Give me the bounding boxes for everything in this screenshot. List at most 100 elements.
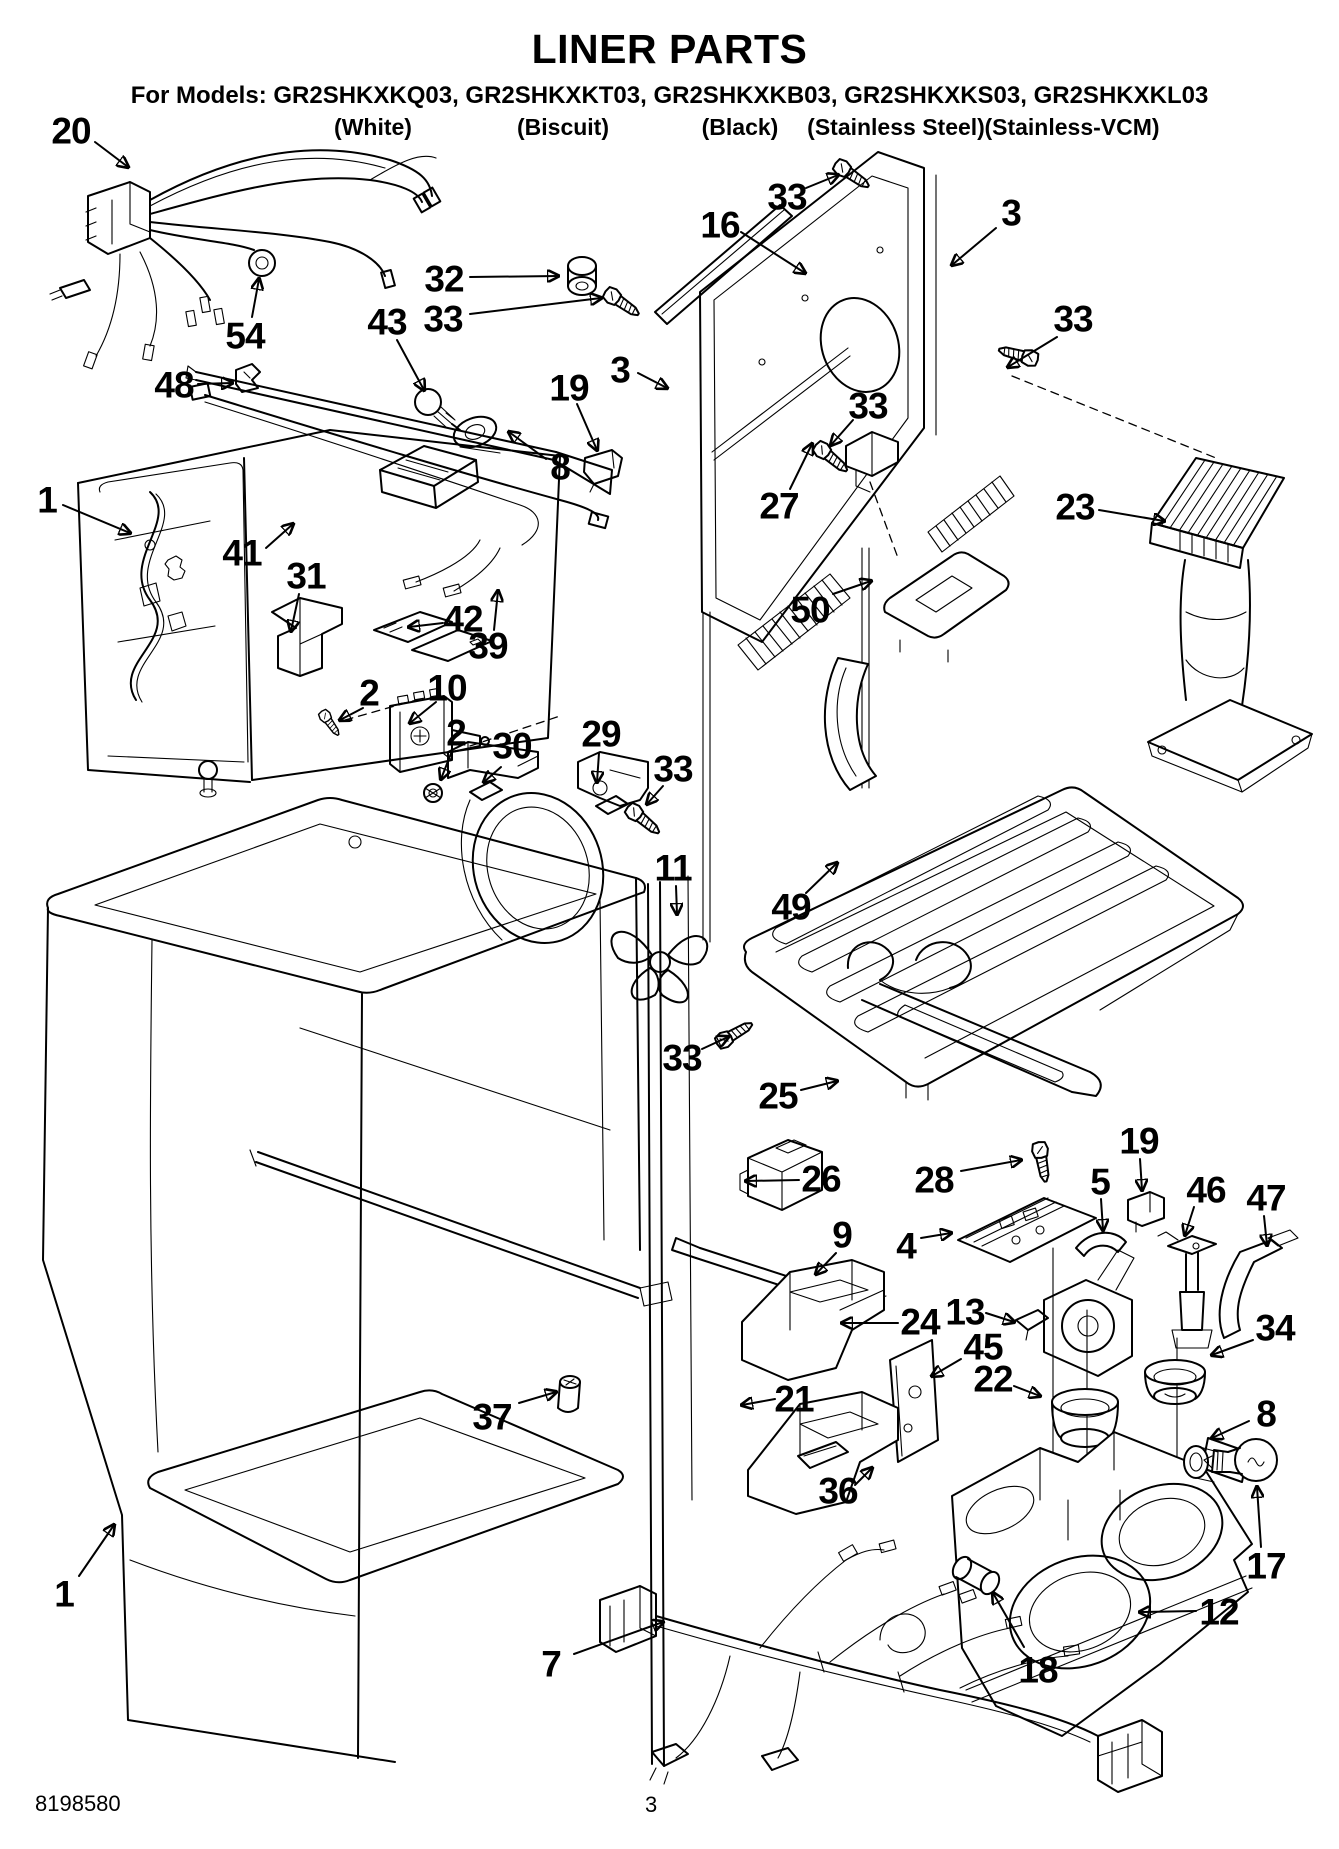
part-30-bracket xyxy=(447,741,539,779)
callout-arrow-8 xyxy=(1212,1420,1250,1438)
part-callout-1: 1 xyxy=(37,479,58,521)
part-23-air-tower xyxy=(1147,457,1313,793)
part-callout-43: 43 xyxy=(367,301,407,343)
part-42-pads xyxy=(373,611,493,662)
part-1-main-liner xyxy=(42,797,693,1767)
part-20-wire-harness xyxy=(49,149,442,370)
part-callout-30: 30 xyxy=(492,725,532,767)
callout-arrow-33 xyxy=(831,419,854,445)
part-32-spacer xyxy=(567,256,597,296)
callout-arrow-16 xyxy=(740,231,805,273)
part-6-grommet xyxy=(198,760,218,798)
callout-arrow-33 xyxy=(469,298,601,315)
part-callout-41: 41 xyxy=(222,532,262,574)
callout-arrow-2 xyxy=(441,750,453,779)
part-callout-20: 20 xyxy=(51,110,91,152)
callout-arrow-8 xyxy=(509,432,547,460)
page-title: LINER PARTS xyxy=(531,26,808,72)
part-callout-12: 12 xyxy=(1199,1591,1239,1633)
part-callout-11: 11 xyxy=(654,847,692,889)
part-48-clip xyxy=(235,363,261,393)
callout-arrow-30 xyxy=(484,766,502,782)
part-4-control-board xyxy=(957,1197,1097,1263)
callout-arrow-34 xyxy=(1212,1339,1254,1355)
part-callout-2: 2 xyxy=(446,712,467,754)
callout-arrow-13 xyxy=(985,1312,1014,1322)
part-46-water-valve xyxy=(1157,1231,1217,1349)
callout-arrow-49 xyxy=(805,863,837,894)
part-47-bracket xyxy=(1218,1229,1299,1339)
part-12-light-housing xyxy=(951,1431,1253,1737)
callout-arrow-1 xyxy=(62,504,130,533)
part-callout-5: 5 xyxy=(1090,1161,1111,1203)
callout-arrow-19 xyxy=(1140,1158,1142,1190)
part-16-panel xyxy=(699,151,1015,671)
part-callout-8: 8 xyxy=(1256,1393,1277,1435)
finish-label: (White) xyxy=(334,114,412,140)
part-callout-42: 42 xyxy=(443,598,483,640)
callout-arrow-3 xyxy=(637,372,667,388)
part-31-bracket xyxy=(271,597,343,677)
callout-arrow-9 xyxy=(816,1252,837,1274)
part-callout-33: 33 xyxy=(662,1037,702,1079)
part-callout-31: 31 xyxy=(286,555,326,597)
callout-arrow-12 xyxy=(1140,1611,1197,1612)
callout-arrow-4 xyxy=(920,1233,951,1238)
part-callout-34: 34 xyxy=(1255,1307,1295,1349)
part-17-bulb xyxy=(1203,1438,1278,1482)
part-callout-17: 17 xyxy=(1246,1545,1286,1587)
part-45-plate xyxy=(889,1339,939,1463)
part-callout-23: 23 xyxy=(1055,486,1095,528)
part-26-control-box xyxy=(739,1139,823,1211)
part-callout-33: 33 xyxy=(653,748,693,790)
callout-arrow-33 xyxy=(647,785,664,804)
part-25-bracket xyxy=(846,941,1102,1097)
part-39-air-duct xyxy=(379,445,479,509)
callout-arrow-19 xyxy=(576,403,597,450)
part-callout-36: 36 xyxy=(818,1470,858,1512)
callout-arrow-46 xyxy=(1185,1206,1195,1235)
part-callout-33: 33 xyxy=(767,176,807,218)
part-8-socket xyxy=(445,412,501,454)
finish-label: (Biscuit) xyxy=(517,114,609,140)
part-callout-33: 33 xyxy=(848,385,888,427)
part-callout-13: 13 xyxy=(945,1291,985,1333)
top-wiring xyxy=(188,382,610,598)
part-callout-4: 4 xyxy=(896,1225,917,1267)
callout-arrow-27 xyxy=(789,444,812,490)
part-24-duct xyxy=(741,1259,885,1381)
callout-arrow-26 xyxy=(746,1180,800,1181)
callout-arrow-28 xyxy=(960,1160,1021,1172)
callout-arrow-47 xyxy=(1264,1215,1267,1245)
part-callout-29: 29 xyxy=(581,713,621,755)
part-3-trim-strip xyxy=(654,204,793,325)
part-13-clip xyxy=(1015,1309,1049,1341)
part-callout-8: 8 xyxy=(550,446,571,488)
callout-arrow-50 xyxy=(832,581,871,595)
callout-arrow-39 xyxy=(494,591,498,631)
part-callout-46: 46 xyxy=(1186,1169,1226,1211)
part-1-upper-liner xyxy=(77,429,561,783)
callout-arrow-22 xyxy=(1013,1385,1040,1396)
callout-arrow-41 xyxy=(265,524,293,549)
part-50-cover xyxy=(883,551,1010,663)
part-49-drain-pan xyxy=(743,786,1244,1101)
part-callout-7: 7 xyxy=(541,1643,562,1685)
part-callout-2: 2 xyxy=(359,672,380,714)
drain-tube-clamp xyxy=(823,657,877,791)
part-callout-28: 28 xyxy=(914,1159,954,1201)
callout-arrow-18 xyxy=(993,1593,1025,1648)
part-18-lamp xyxy=(951,1555,1001,1596)
callout-arrow-1 xyxy=(78,1525,114,1577)
part-callout-3: 3 xyxy=(1001,192,1022,234)
callout-arrow-2 xyxy=(340,707,364,720)
part-37-plug xyxy=(557,1375,581,1413)
part-callout-27: 27 xyxy=(759,485,799,527)
part-callout-47: 47 xyxy=(1246,1177,1286,1219)
callout-arrow-33 xyxy=(1008,336,1058,367)
part-callout-19: 19 xyxy=(549,367,589,409)
part-5-clip xyxy=(1075,1231,1127,1257)
callout-arrow-7 xyxy=(573,1622,663,1655)
callout-arrow-48 xyxy=(197,383,232,384)
